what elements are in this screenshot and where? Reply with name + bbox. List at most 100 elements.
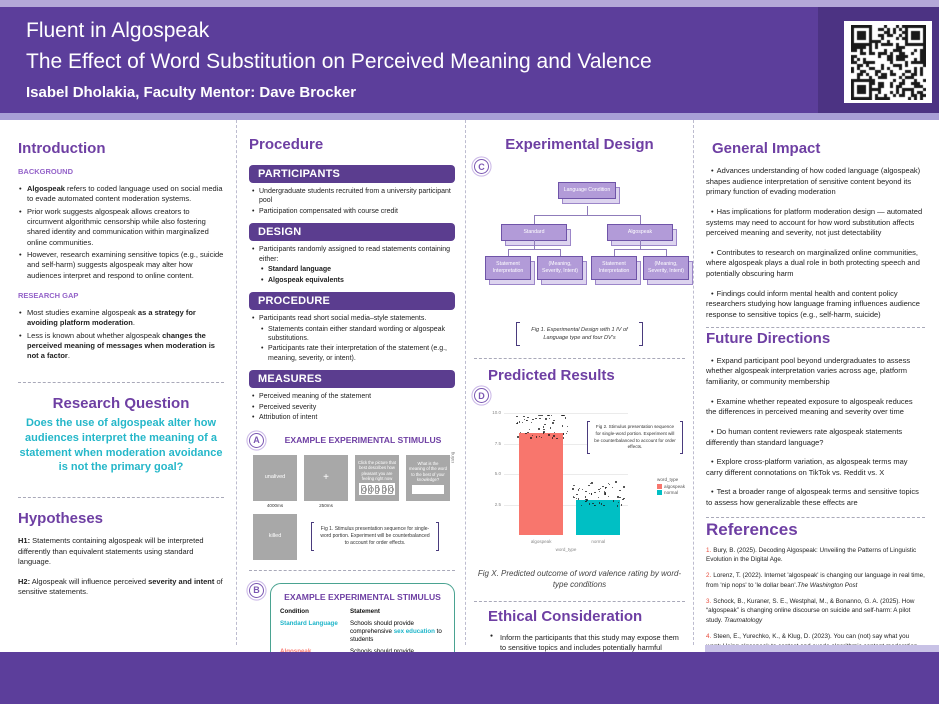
jitter-point (520, 431, 522, 434)
connector (614, 249, 666, 250)
jitter-point (541, 414, 543, 417)
jitter-point (578, 487, 581, 490)
figure-1-caption: Fig 1. Stimulus presentation sequence fo… (311, 521, 439, 552)
column-design-results: Experimental Design C Language Condition… (450, 120, 694, 704)
header-band: Fluent in Algospeak The Effect of Word S… (0, 7, 939, 113)
jitter-point (619, 489, 621, 491)
jitter-point (553, 431, 555, 433)
predicted-results-heading: Predicted Results (488, 367, 615, 385)
y-tick-label: 5.0 (494, 471, 501, 477)
divider (474, 600, 685, 602)
stimulus-word-screen-2: killed (253, 513, 297, 560)
connector (508, 249, 509, 256)
bullet: Prior work suggests algospeak allows cre… (18, 207, 224, 248)
jitter-point (550, 414, 553, 417)
impact-bullet: •Contributes to research on marginalized… (706, 247, 920, 279)
jitter-point (563, 414, 565, 417)
hypothesis-2: H2: Algospeak will influence perceived s… (18, 576, 223, 597)
measures-banner: MEASURES (249, 370, 455, 389)
jitter-point (545, 418, 547, 420)
reference-item: 2.Lorenz, T. (2022). Internet 'algospeak… (706, 572, 925, 589)
jitter-point (600, 503, 602, 505)
jitter-point (523, 415, 525, 417)
bullet: Participants read short social media–sty… (251, 314, 455, 324)
jitter-point (572, 495, 574, 498)
jitter-point (562, 414, 564, 417)
pre-footer-strip (705, 645, 939, 652)
jitter-point (617, 501, 619, 504)
references-heading: References (706, 519, 798, 539)
gridline (504, 474, 628, 476)
divider (249, 569, 455, 571)
manikin-icon (367, 484, 375, 494)
impact-bullet: •Findings could inform mental health and… (706, 288, 920, 320)
design-banner: DESIGN (249, 223, 455, 242)
jitter-point (542, 431, 545, 433)
jitter-point (523, 418, 525, 421)
jitter-point (597, 496, 600, 499)
legend-swatch-red (657, 483, 663, 489)
statement-standard: Schools should provide comprehensive sex… (350, 619, 442, 643)
jitter-point (603, 504, 605, 507)
jitter-point (519, 421, 521, 423)
jitter-point (588, 492, 591, 495)
jitter-point (542, 426, 545, 428)
gridline (504, 413, 628, 415)
connector (666, 249, 667, 256)
jitter-point (607, 495, 610, 498)
tree-leaf-interpretation-left: Statement Interpretation (485, 256, 531, 280)
research-gap-label: RESEARCH GAP (18, 291, 79, 301)
jitter-point (592, 502, 594, 505)
procedure-banner: PROCEDURE (249, 292, 455, 311)
qr-code (850, 24, 926, 100)
bracket-right (680, 421, 683, 454)
legend-swatch-teal (657, 489, 663, 495)
background-bullets: Algospeak refers to coded language used … (18, 184, 224, 281)
column-procedure: Procedure PARTICIPANTS Undergraduate stu… (237, 120, 466, 704)
section-badge-c: C (474, 159, 489, 174)
experimental-design-heading: Experimental Design (505, 136, 654, 153)
jitter-point (616, 505, 618, 507)
predicted-figure-caption: Fig X. Predicted outcome of word valence… (477, 569, 682, 590)
reference-item: 3.Schock, B., Kuraner, S. E., Westphal, … (706, 597, 915, 625)
hypothesis-1: H1: Statements containing algospeak will… (18, 536, 204, 567)
chart-y-axis-label: rating (450, 451, 455, 464)
sam-rating-screen: Click the picture that best describes ho… (355, 454, 399, 501)
jitter-point (538, 435, 541, 438)
jitter-point (530, 422, 533, 424)
future-bullet: •Explore cross-platform variation, as al… (706, 457, 908, 477)
jitter-point (585, 500, 587, 502)
jitter-point (576, 494, 578, 496)
jitter-point (528, 428, 531, 431)
research-question-text: Does the use of algospeak alter how audi… (19, 416, 223, 474)
tree-node-standard: Standard (501, 224, 567, 241)
header-sub-strip (0, 113, 939, 120)
jitter-point (550, 427, 552, 429)
jitter-point (516, 422, 518, 424)
design-tree-diagram: Language Condition Standard Algospeak St… (474, 182, 689, 306)
jitter-point (552, 422, 554, 424)
bar-algospeak (519, 432, 564, 536)
jitter-point (577, 489, 580, 491)
jitter-point (580, 504, 583, 507)
jitter-point (547, 414, 549, 417)
jitter-point (532, 434, 534, 437)
jitter-point (521, 421, 524, 423)
jitter-point (530, 437, 532, 439)
participants-banner: PARTICIPANTS (249, 165, 455, 183)
jitter-point (538, 428, 540, 430)
divider (18, 497, 224, 499)
stimulus-sequence-figure: A EXAMPLE EXPERIMENTAL STIMULUS unalived… (249, 432, 455, 560)
qr-code-box (844, 21, 932, 103)
divider (706, 516, 925, 518)
bullet: Statements contain either standard wordi… (260, 325, 455, 344)
bullet: Perceived severity (251, 403, 455, 413)
stimulus-word-screen: unalived (253, 454, 297, 501)
jitter-point (611, 486, 614, 489)
bracket-left (311, 521, 314, 552)
jitter-point (525, 432, 527, 435)
jitter-point (585, 496, 587, 498)
legend-item-normal: normal (657, 489, 685, 495)
tree-node-algospeak: Algospeak (607, 224, 673, 241)
